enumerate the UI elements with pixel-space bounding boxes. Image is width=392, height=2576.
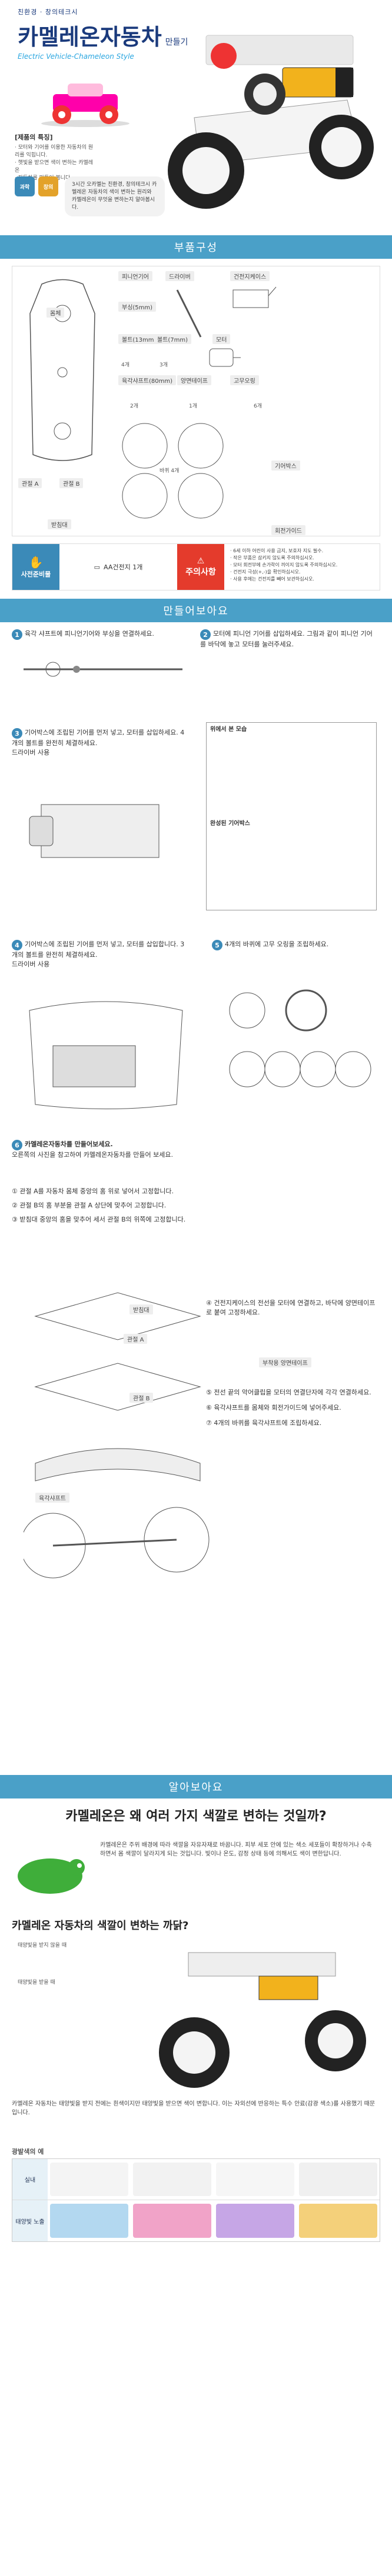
feature-item: · 모터와 기어를 이용한 자동차의 원리를 익힙니다. (15, 145, 94, 158)
header-title: 카멜레온자동차 (18, 24, 162, 50)
caution-badge: ⚠ 주의사항 (177, 544, 224, 590)
hero-section: 친환경 · 창의테크시 카멜레온자동차 만들기 Electric Vehicle… (0, 0, 392, 235)
badge: 과학 (15, 176, 35, 196)
body-outline (29, 279, 95, 461)
part-label-bracket: 받침대 (48, 519, 71, 529)
battery-icon: ▭ (94, 563, 101, 571)
diagram-label-joint-b: 관절 B (129, 1393, 154, 1403)
part-label-motor: 모터 (212, 334, 231, 344)
part-label-joint-a: 관절 A (18, 478, 42, 488)
part-label-axle: 회전가이드 (271, 525, 305, 535)
warning-icon: ⚠ (197, 556, 205, 566)
screwdriver-icon (176, 289, 202, 338)
part-label-bushing: 부싱(5mm) (118, 302, 157, 312)
driver-use-note: 드라이버 사용 (12, 749, 50, 756)
intro-bubble: 3시간 오카멜는 친환경, 창의테크시 카멜레온 자동차의 색이 변하는 원리와… (65, 176, 165, 216)
hero-car-illustration (168, 35, 374, 209)
learn-question-2: 카멜레온 자동차의 색깔이 변하는 까닭? (12, 1920, 189, 1932)
sub-steps-right: ④ 건전지케이스의 전선을 모터에 연결하고, 바닥에 양면테이프로 붙여 고정… (206, 1299, 376, 1427)
learn-section: 카멜레온은 왜 여러 가지 색깔로 변하는 것일까? 카멜레온은 주위 배경에 … (0, 1806, 392, 2400)
part-label-bolt7: 볼트(7mm) (154, 334, 192, 344)
step5-diagram (229, 989, 371, 1087)
caution-row: ✋ 사전준비물 ▭ AA건전지 1개 ⚠ 주의사항 · 6세 이하 어린이 사용… (12, 543, 380, 590)
part-label-bolt13: 볼트(13mm) (118, 334, 160, 344)
part-label-shaft: 육각샤프트(80mm) (118, 375, 177, 385)
part-label-wheels: 바퀴 4개 (160, 468, 180, 474)
battery-requirement: ▭ AA건전지 1개 (94, 563, 143, 572)
part-label-rubber: 고무오링 (230, 375, 259, 385)
brand-block: 친환경 · 창의테크시 카멜레온자동차 만들기 Electric Vehicle… (18, 7, 188, 61)
badge-row: 과학 창의 (15, 176, 58, 196)
summary-title: 광발색의 예 (12, 2148, 44, 2155)
qty-label: 4개 (121, 362, 130, 368)
caution-list: · 6세 이하 어린이 사용 금지, 보호자 지도 필수. · 작은 부품은 삼… (230, 548, 338, 582)
summary-row-indoor: 실내 (12, 2159, 380, 2200)
sun-note-on: 태양빛을 받을 때 (18, 1980, 55, 1986)
color-car-illustration (159, 1952, 366, 2088)
section-bar-parts: 부품구성 (0, 235, 392, 259)
parts-panel: 몸체 피니언기어 드라이버 건전지케이스 부싱(5mm) 볼트(13mm) 볼트… (12, 266, 380, 536)
step3-diagram (29, 804, 160, 858)
sub-steps-left: ① 관절 A를 자동차 몸체 중앙의 홈 위로 넣어서 고정합니다. ② 관절 … (12, 1187, 186, 1223)
part-label-gearbox: 기어박스 (271, 461, 300, 471)
top-view-box: 위에서 본 모습 완성된 기어박스 (206, 722, 377, 910)
qty-label: 6개 (254, 403, 263, 409)
section-bar-build: 만들어보아요 (0, 599, 392, 622)
qty-label: 2개 (130, 403, 139, 409)
prep-badge: ✋ 사전준비물 (12, 544, 59, 590)
header-title-eng: Electric Vehicle-Chameleon Style (18, 52, 134, 61)
part-label-driver: 드라이버 (165, 271, 194, 281)
part-label-pinion: 피니언기어 (118, 271, 152, 281)
motor-icon (209, 348, 241, 367)
diagram-label-tape: 부착용 양면테이프 (259, 1357, 311, 1367)
learn-paragraph-2: 카멜레온 자동차는 태양빛을 받지 전에는 흰색이지만 태양빛을 받으면 색이 … (12, 2101, 376, 2116)
qty-label: 3개 (160, 362, 168, 368)
mini-car-illustration (41, 84, 129, 127)
part-label-joint-b: 관절 B (59, 478, 84, 488)
step4-diagram (29, 1001, 183, 1109)
feature-item: · 햇빛을 받으면 색이 변하는 카멜레온 (15, 160, 94, 173)
header-subtitle: 친환경 · 창의테크시 (18, 8, 78, 16)
summary-row-sun: 태양빛 노출 (12, 2200, 380, 2241)
qty-label: 1개 (189, 403, 198, 409)
hand-icon: ✋ (28, 555, 44, 569)
assembly-diagram (24, 1292, 210, 1579)
features-box: [제품의 특징] · 모터와 기어를 이용한 자동차의 원리를 익힙니다. · … (15, 132, 97, 182)
badge: 창의 (38, 176, 58, 196)
diagram-label-bracket: 받침대 (129, 1304, 153, 1314)
summary-table: 실내 태양빛 노출 (12, 2158, 380, 2242)
diagram-label-shaft: 육각샤프트 (35, 1493, 69, 1503)
sun-note-off: 태양빛을 받지 않을 때 (18, 1943, 67, 1948)
battery-case-icon (232, 286, 277, 308)
header-title-suffix: 만들기 (165, 38, 188, 47)
step1-diagram (24, 662, 182, 677)
section-bar-learn: 알아보아요 (0, 1775, 392, 1798)
diagram-label-joint-a: 관절 A (124, 1334, 148, 1344)
learn-paragraph-1: 카멜레온은 주위 배경에 따라 색깔을 자유자재로 바꿉니다. 피부 세포 안에… (100, 1842, 372, 1857)
part-label-sticker: 양면테이프 (177, 375, 211, 385)
wheels-illustration (122, 423, 224, 519)
learn-question-1: 카멜레온은 왜 여러 가지 색깔로 변하는 것일까? (65, 1809, 327, 1824)
part-label-battery-case: 건전지케이스 (230, 271, 270, 281)
chameleon-illustration (18, 1858, 85, 1894)
part-label-body: 몸체 (46, 308, 65, 318)
features-heading: [제품의 특징] (15, 134, 53, 141)
